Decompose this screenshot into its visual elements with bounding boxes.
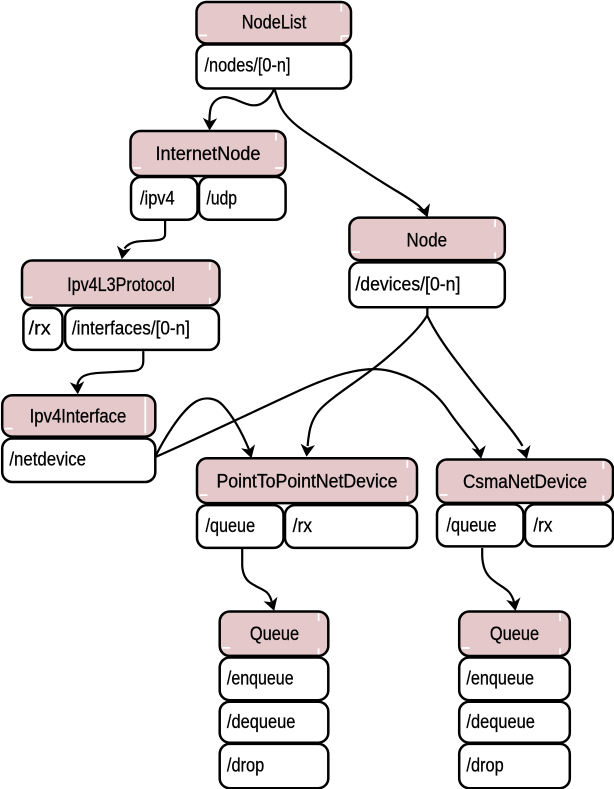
svg-text:/udp: /udp (207, 188, 238, 210)
svg-text:/rx: /rx (29, 318, 51, 340)
svg-text:/drop: /drop (466, 755, 503, 777)
svg-text:CsmaNetDevice: CsmaNetDevice (463, 472, 587, 493)
svg-text:/enqueue: /enqueue (227, 668, 294, 690)
svg-text:/nodes/[0-n]: /nodes/[0-n] (205, 54, 291, 76)
svg-text:/queue: /queue (206, 515, 256, 537)
svg-text:Ipv4Interface: Ipv4Interface (30, 407, 127, 428)
svg-text:/enqueue: /enqueue (466, 668, 534, 690)
svg-text:/interfaces/[0-n]: /interfaces/[0-n] (72, 318, 190, 340)
svg-text:/drop: /drop (227, 755, 264, 777)
svg-text:/dequeue: /dequeue (227, 711, 296, 733)
svg-text:/rx: /rx (293, 515, 313, 537)
svg-text:/ipv4: /ipv4 (140, 188, 175, 210)
svg-text:/netdevice: /netdevice (9, 449, 86, 471)
svg-text:/queue: /queue (447, 515, 497, 537)
svg-text:Queue: Queue (490, 624, 539, 645)
svg-text:PointToPointNetDevice: PointToPointNetDevice (217, 472, 398, 493)
svg-text:Node: Node (407, 231, 448, 252)
svg-text:/dequeue: /dequeue (466, 711, 535, 733)
svg-text:InternetNode: InternetNode (156, 144, 261, 165)
svg-text:Ipv4L3Protocol: Ipv4L3Protocol (67, 275, 175, 296)
svg-text:NodeList: NodeList (242, 13, 307, 34)
svg-text:/rx: /rx (533, 515, 552, 537)
svg-text:Queue: Queue (250, 624, 299, 645)
svg-text:/devices/[0-n]: /devices/[0-n] (355, 274, 460, 296)
